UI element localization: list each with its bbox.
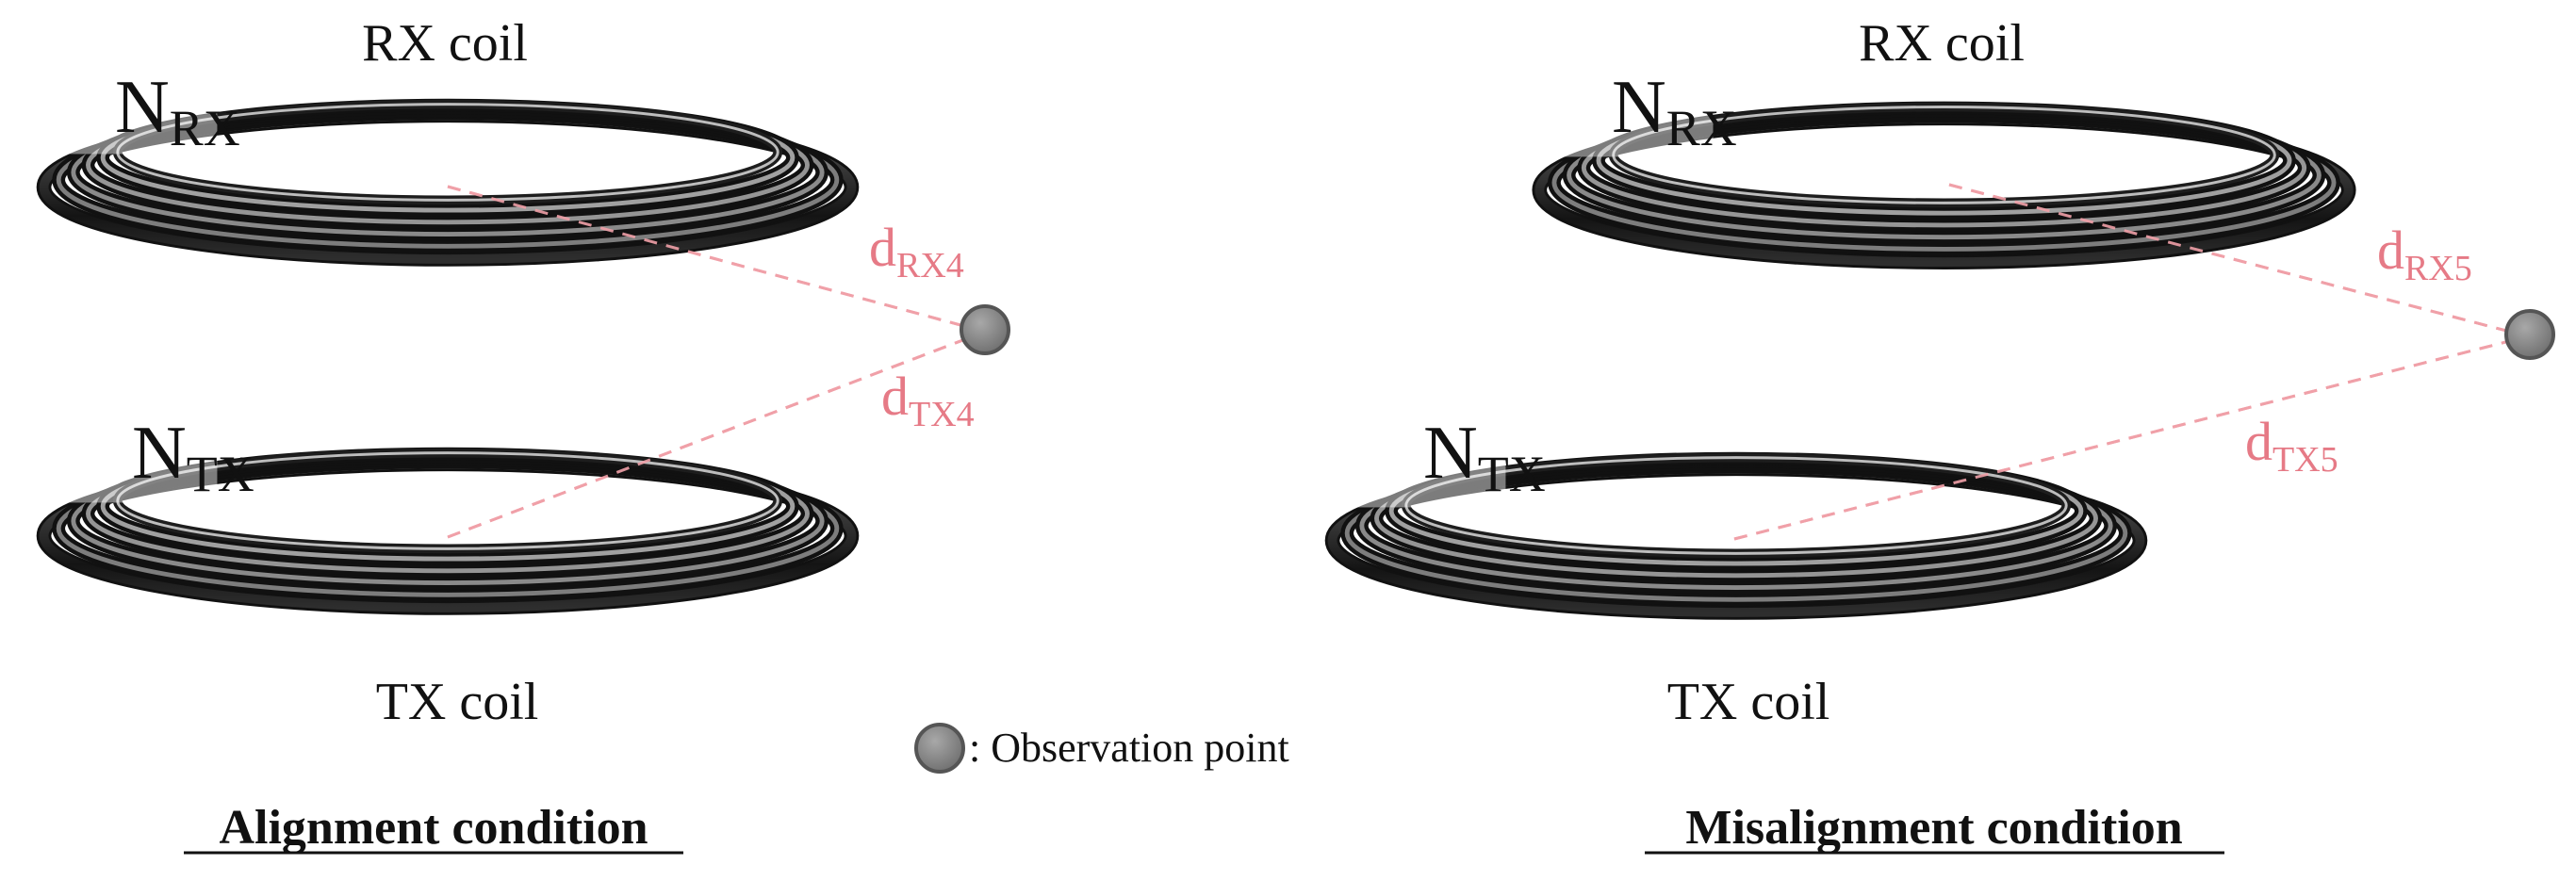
d-rx-label: dRX5 (2377, 220, 2472, 288)
n-tx-label: NTX (132, 412, 254, 502)
d-tx-label: dTX5 (2245, 411, 2338, 480)
n-rx-label: NRX (115, 66, 240, 156)
alignment-panel: RX coil TX coil NRX NTX dRX4 dTX4 Alignm… (42, 14, 1010, 855)
misalignment-caption: Misalignment condition (1685, 801, 2182, 855)
rx-coil-label: RX coil (362, 14, 528, 73)
misalignment-panel: RX coil TX coil NRX NTX dRX5 dTX5 Misali… (1331, 14, 2555, 855)
legend-text: : Observation point (969, 725, 1289, 771)
legend-observation-point-icon (914, 723, 965, 774)
tx-coil-label: TX coil (376, 673, 539, 731)
legend: : Observation point (914, 723, 1289, 774)
n-tx-label: NTX (1423, 412, 1546, 502)
d-tx-label: dTX4 (881, 366, 975, 434)
n-rx-label: NRX (1612, 66, 1737, 156)
tx-coil-label: TX coil (1667, 673, 1830, 731)
tx-distance-line (447, 330, 986, 539)
alignment-caption: Alignment condition (219, 801, 648, 855)
observation-point (960, 304, 1010, 355)
observation-point (2504, 309, 2555, 360)
d-rx-label: dRX4 (869, 217, 964, 286)
rx-coil-label: RX coil (1859, 14, 2025, 73)
